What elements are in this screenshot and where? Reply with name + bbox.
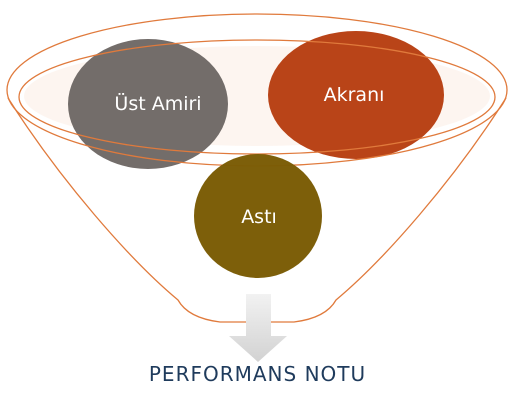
ust-amiri-label: Üst Amiri [114,92,201,115]
ust-amiri-circle [68,39,228,169]
akrani-label: Akranı [324,84,385,106]
performance-score-label: PERFORMANS NOTU [148,362,367,386]
funnel-inner-ring [18,39,496,155]
down-arrow-icon [229,294,287,362]
akrani-circle [268,31,444,159]
asti-label: Astı [241,206,277,228]
asti-circle [194,154,322,278]
